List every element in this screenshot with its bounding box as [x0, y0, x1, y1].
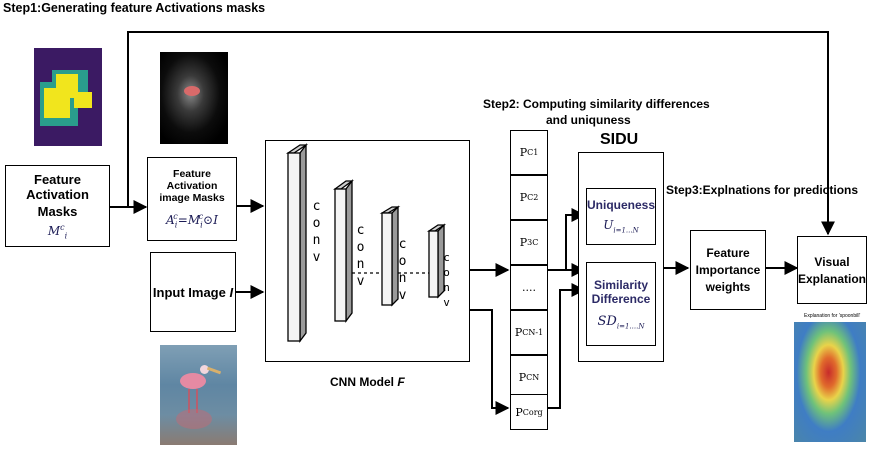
masked-image-thumbnail — [160, 52, 228, 144]
feature-importance-weights-box: Feature Importance weights — [690, 230, 766, 310]
weights-label-line1: Feature — [706, 246, 750, 260]
conv-layer-4-label: conv — [440, 251, 453, 311]
feature-activation-label-line1: Feature Activation — [26, 171, 89, 202]
p-cell: .... — [510, 265, 548, 310]
step2-label-line2: and uniquness — [546, 113, 631, 127]
explanation-caption: Explanation for 'spoonbill' — [804, 313, 861, 319]
image-masks-label-line2: image Masks — [159, 192, 225, 205]
input-image-box: Input Image I — [150, 252, 236, 332]
conv-layer-3-label: conv — [395, 237, 410, 305]
step3-label: Step3:Explnations for predictions — [666, 183, 859, 197]
conv-layers — [285, 143, 447, 343]
conv-layer-1-label: conv — [309, 199, 324, 267]
input-image-label: Input Image I — [152, 284, 234, 300]
uniqueness-box: Uniqueness Ui=1...N — [586, 188, 656, 245]
weights-label-line2: Importance — [695, 263, 761, 277]
feature-activation-label-line2: Masks — [37, 203, 78, 219]
image-masks-label-line1: Feature Activation — [166, 168, 218, 193]
image-masks-formula: Aic=Mic⊙I — [166, 212, 218, 230]
similarity-label-line1: Similarity — [593, 277, 649, 292]
similarity-difference-box: Similarity Difference SDi=1....N — [586, 262, 656, 346]
visual-explanation-box: Visual Explanation — [797, 236, 867, 304]
similarity-label-line2: Difference — [591, 291, 651, 306]
weights-label-line3: weights — [705, 280, 751, 294]
cnn-model-box: conv conv conv conv — [265, 140, 470, 362]
sidu-title: SIDU — [600, 131, 639, 148]
visual-label-line2: Explanation — [798, 271, 867, 286]
cnn-model-label: CNN Model F — [330, 375, 405, 389]
input-photo-spoonbill — [160, 345, 237, 445]
uniqueness-label: Uniqueness — [587, 198, 656, 213]
step1-label: Step1:Generating feature Activations mas… — [3, 1, 266, 15]
visual-label-line1: Visual — [814, 254, 850, 269]
similarity-math: SDi=1....N — [597, 313, 645, 331]
visual-explanation-heatmap — [794, 322, 866, 442]
activation-mask-heatmap — [34, 48, 102, 146]
step2-label-line1: Step2: Computing similarity differences — [483, 97, 710, 111]
uniqueness-math: Ui=1...N — [603, 218, 639, 235]
feature-activation-masks-box: Feature Activation Masks Mci — [5, 165, 110, 247]
feature-activation-math: Mci — [47, 222, 68, 241]
conv-layer-2-label: conv — [353, 223, 368, 291]
feature-activation-image-masks-box: Feature Activation image Masks Aic=Mic⊙I — [147, 157, 237, 241]
